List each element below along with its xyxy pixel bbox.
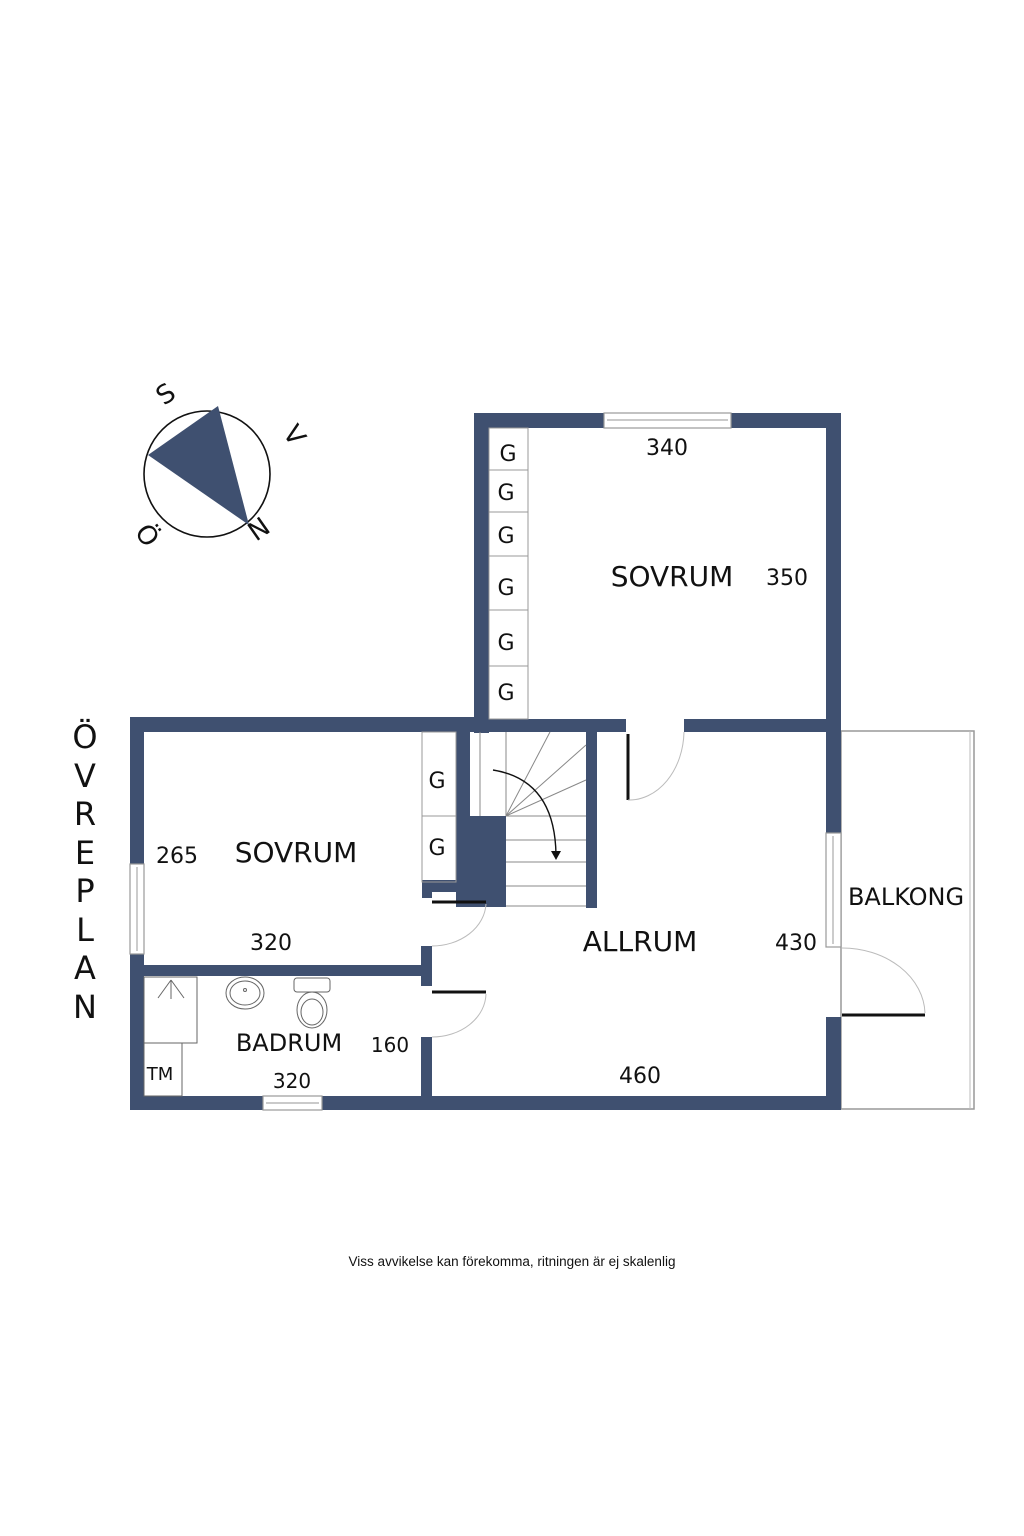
room-bathroom: BADRUM 160 320 TM xyxy=(146,1029,409,1093)
sink-icon xyxy=(225,976,265,1010)
compass-east-label: Ö xyxy=(128,518,166,553)
bathroom-fixtures xyxy=(143,976,331,1097)
floor-title-letter: Ö xyxy=(72,718,98,756)
bathroom-width: 320 xyxy=(273,1069,311,1093)
windows xyxy=(129,412,842,1111)
doors xyxy=(431,731,926,1038)
floor-title-letter: L xyxy=(76,910,94,949)
compass-west-label: V xyxy=(276,420,311,452)
floor-title-letter: A xyxy=(74,949,96,987)
closet-label: G xyxy=(497,631,514,656)
lower-bedroom-name: SOVRUM xyxy=(235,836,358,869)
balcony-outline xyxy=(840,730,975,1110)
room-upper-bedroom: 340 SOVRUM 350 G G G G G G xyxy=(497,436,808,706)
upper-bedroom-depth: 350 xyxy=(766,566,808,591)
allrum-depth: 430 xyxy=(775,931,817,956)
disclaimer-note: Viss avvikelse kan förekomma, ritningen … xyxy=(348,1254,676,1269)
walls xyxy=(130,413,841,1110)
staircase xyxy=(479,731,587,907)
floor-title: Ö V R E P L A N xyxy=(62,718,108,1026)
washer-box xyxy=(143,1042,183,1097)
bathroom-depth: 160 xyxy=(371,1033,409,1057)
upper-bedroom-name: SOVRUM xyxy=(611,560,734,593)
room-allrum: ALLRUM 430 460 xyxy=(583,925,817,1089)
compass-south-label: S xyxy=(151,378,182,412)
balcony-name: BALKONG xyxy=(848,883,964,911)
upper-bedroom-width: 340 xyxy=(646,436,688,461)
floor-title-letter: V xyxy=(74,756,96,795)
floor-title-letter: R xyxy=(73,795,97,833)
floor-title-letter: P xyxy=(75,872,95,910)
allrum-name: ALLRUM xyxy=(583,925,697,958)
washer-label: TM xyxy=(146,1064,174,1085)
bathroom-name: BADRUM xyxy=(236,1029,342,1057)
closet-label: G xyxy=(497,481,514,506)
closet-label: G xyxy=(428,769,445,794)
floor-title-letter: E xyxy=(74,833,96,872)
closet-label: G xyxy=(497,576,514,601)
closet-label: G xyxy=(499,442,516,467)
compass: S V N Ö xyxy=(128,378,311,553)
closet-label: G xyxy=(428,836,445,861)
stair-direction-arrow xyxy=(492,769,557,856)
toilet-icon xyxy=(293,977,331,993)
lower-bedroom-depth: 265 xyxy=(156,844,198,869)
closet-label: G xyxy=(497,681,514,706)
floor-title-letter: N xyxy=(73,987,97,1026)
room-lower-bedroom: SOVRUM 265 320 G G xyxy=(156,769,446,956)
compass-needle-icon xyxy=(148,406,249,525)
closet-label: G xyxy=(497,524,514,549)
closets xyxy=(421,427,529,883)
lower-bedroom-width: 320 xyxy=(250,931,292,956)
allrum-width: 460 xyxy=(619,1064,661,1089)
